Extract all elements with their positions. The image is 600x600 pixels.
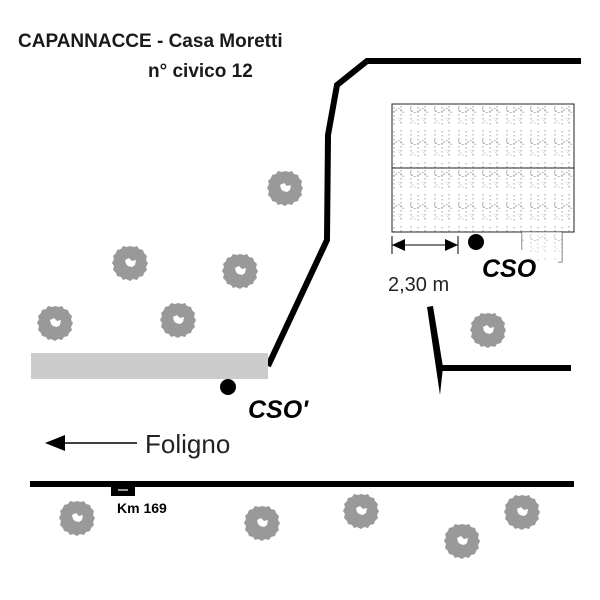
- manhole-dot-icon: [220, 379, 236, 395]
- road-edge-right-vertical: [427, 306, 443, 395]
- bush-icon: [343, 494, 379, 529]
- manhole-dot-icon: [468, 234, 484, 250]
- km-marker-icon: [111, 484, 135, 496]
- dimension-arrow-icon: [391, 236, 459, 254]
- cso-label: CSO: [482, 255, 537, 283]
- road-edge-right-horizontal: [440, 365, 571, 371]
- direction-label: Foligno: [145, 429, 230, 459]
- bush-icon: [222, 254, 258, 289]
- title-line-1: CAPANNACCE - Casa Moretti: [18, 31, 283, 52]
- bush-icon: [37, 306, 73, 341]
- dimension-label: 2,30 m: [388, 274, 449, 296]
- bush-icon: [504, 495, 540, 530]
- pavement-strip: [31, 353, 268, 379]
- road-edge-left: [265, 58, 581, 368]
- km-label: Km 169: [117, 500, 167, 516]
- bush-icon: [59, 501, 95, 536]
- bush-icon: [470, 313, 506, 348]
- main-road-line: [30, 481, 574, 487]
- title-line-2: n° civico 12: [148, 61, 253, 82]
- bush-icon: [112, 246, 148, 281]
- building: [391, 103, 575, 263]
- cso-prime-label: CSO': [248, 396, 309, 424]
- arrow-left-icon: [45, 435, 137, 451]
- bush-icon: [160, 303, 196, 338]
- bush-icon: [267, 171, 303, 206]
- bush-icon: [244, 506, 280, 541]
- bush-icon: [444, 524, 480, 559]
